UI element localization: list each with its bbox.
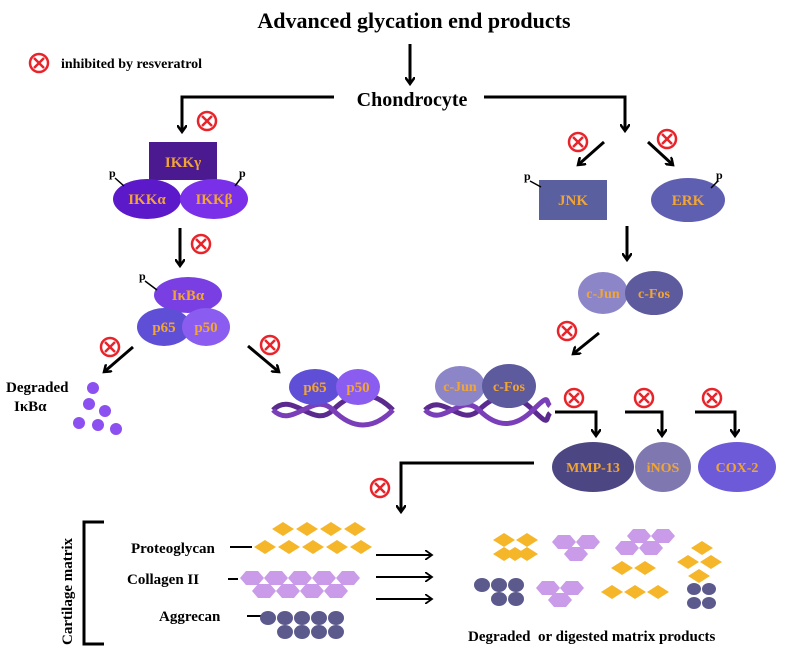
ikk-alpha-ellipse [113, 179, 181, 219]
phospho-tick [234, 177, 242, 187]
phospho-label: p [716, 168, 723, 182]
legend-label: inhibited by resveratrol [61, 57, 202, 72]
p50-label: p50 [194, 320, 217, 336]
proteoglycan-label: Proteoglycan [131, 541, 216, 557]
inhibition-icon [28, 52, 50, 74]
matrix-bracket [82, 520, 104, 646]
jnk-label: JNK [558, 193, 588, 209]
inhibition-icon [633, 387, 655, 409]
arrow-to-mmp13 [555, 410, 596, 436]
inhibition-icon [656, 128, 678, 150]
degraded-ikba-fragments [73, 382, 122, 435]
phospho-tick [710, 180, 719, 189]
ikk-gamma-label: IKKγ [165, 155, 201, 171]
phospho-label: p [524, 169, 531, 183]
mmp13-label: MMP-13 [566, 461, 620, 476]
arrow-to-ikk [182, 95, 334, 132]
erk-label: ERK [672, 193, 705, 209]
ikba-label: IκBα [172, 288, 205, 304]
ikk-beta-ellipse [180, 179, 248, 219]
collagen-chain [240, 571, 360, 598]
dna-p65-label: p65 [303, 380, 326, 396]
inhibition-icon [369, 477, 391, 499]
degraded-ikba-label-1: Degraded [6, 380, 69, 396]
dna-cjun-ellipse [435, 366, 485, 406]
arrow-to-matrix [401, 461, 534, 512]
phospho-tick [144, 280, 158, 291]
p65-label: p65 [152, 320, 175, 336]
diagram-title: Advanced glycation end products [257, 8, 571, 33]
inhibition-icon [99, 336, 121, 358]
degraded-matrix-label: Degraded or digested matrix products [468, 629, 716, 645]
phospho-label: p [239, 166, 246, 180]
collagen-label: Collagen II [127, 572, 199, 588]
ikk-gamma-box [149, 142, 217, 180]
inhibition-icon [563, 387, 585, 409]
dna-cfos-label: c-Fos [493, 380, 525, 395]
cfos-ellipse [625, 271, 683, 315]
inhibition-icon [567, 131, 589, 153]
inhibition-icon [259, 334, 281, 356]
inos-label: iNOS [647, 461, 680, 476]
arrow-to-jnk [578, 140, 605, 165]
mmp13-ellipse [552, 442, 634, 492]
arrow-to-inos [625, 410, 662, 436]
phospho-tick [529, 180, 542, 188]
dna-cjun-label: c-Jun [443, 380, 477, 395]
cjun-label: c-Jun [586, 287, 620, 302]
ikk-alpha-label: IKKα [128, 192, 166, 208]
arrow-to-degraded-ikba [104, 345, 134, 372]
inos-ellipse [635, 442, 691, 492]
phospho-label: p [139, 269, 146, 283]
p65-ellipse [137, 308, 191, 346]
cox2-label: COX-2 [716, 461, 759, 476]
arrow-to-nucleus-nfkb [247, 344, 279, 372]
arrow-to-mapk [484, 95, 625, 131]
ikk-beta-label: IKKβ [195, 192, 232, 208]
p50-ellipse [182, 308, 230, 346]
degraded-aggrecan-fragments [474, 578, 716, 609]
dna-cfos-ellipse [482, 364, 536, 408]
ikba-ellipse [154, 277, 222, 313]
arrow-to-nucleus-ap1 [573, 331, 600, 354]
aggrecan-label: Aggrecan [159, 609, 221, 625]
phospho-label: p [109, 166, 116, 180]
cjun-ellipse [578, 272, 628, 314]
proteoglycan-chain [254, 522, 372, 554]
arrow-to-erk [646, 140, 673, 165]
inhibition-icon [556, 320, 578, 342]
jnk-box [539, 180, 607, 220]
aggrecan-chain [260, 611, 344, 639]
degraded-ikba-label-2: IκBα [14, 399, 47, 415]
inhibition-icon [190, 233, 212, 255]
inhibition-icon [196, 110, 218, 132]
inhibition-icon [701, 387, 723, 409]
dna-p65-ellipse [289, 369, 341, 405]
dna-p50-ellipse [336, 369, 380, 405]
chondrocyte-label: Chondrocyte [357, 89, 468, 111]
erk-ellipse [651, 178, 725, 222]
arrow-to-cox2 [695, 410, 735, 436]
matrix-side-label: Cartilage matrix [60, 537, 76, 645]
dna-p50-label: p50 [346, 380, 369, 396]
phospho-tick [114, 177, 125, 187]
cfos-label: c-Fos [638, 287, 670, 302]
cox2-ellipse [698, 442, 776, 492]
